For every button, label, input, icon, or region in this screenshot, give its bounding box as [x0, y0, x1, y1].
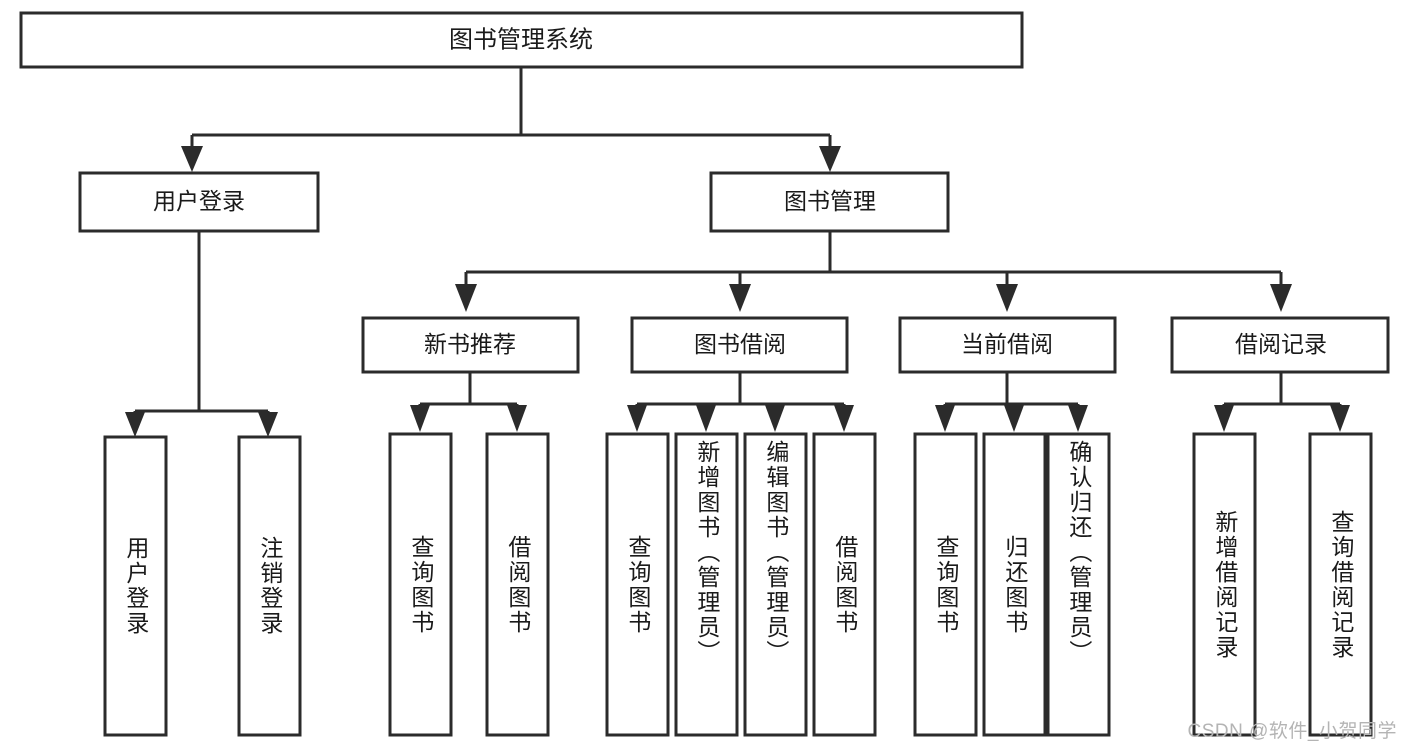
watermark-text: CSDN @软件_小贺同学 — [1187, 721, 1397, 742]
node-root-system[interactable]: 图书管理系统 — [19, 11, 1024, 69]
node-borrow-record[interactable]: 借阅记录 — [1170, 316, 1390, 374]
leaf-box-book-borrow-2[interactable] — [743, 432, 808, 737]
connector-root-to-level2 — [181, 67, 841, 172]
connector-newbook-to-leaves — [410, 372, 527, 432]
node-user-login[interactable]: 用户登录 — [78, 171, 320, 233]
connector-borrowrecord-to-leaves — [1214, 372, 1350, 432]
leaf-box-new-book-1[interactable] — [485, 432, 550, 737]
node-book-management-label: 图书管理 — [784, 188, 876, 214]
leaf-box-borrow-record-1[interactable] — [1308, 432, 1373, 737]
leaf-box-user-login-0[interactable] — [103, 435, 168, 737]
node-current-borrow-label: 当前借阅 — [961, 331, 1053, 357]
connector-bookmgmt-to-level3 — [455, 231, 1292, 312]
node-new-book-recommend-label: 新书推荐 — [424, 331, 516, 357]
node-current-borrow[interactable]: 当前借阅 — [898, 316, 1117, 374]
connector-bookborrow-to-leaves — [627, 372, 854, 432]
node-user-login-label: 用户登录 — [153, 188, 245, 214]
leaf-box-book-borrow-0[interactable] — [605, 432, 670, 737]
leaf-box-borrow-record-0[interactable] — [1192, 432, 1257, 737]
leaf-box-current-borrow-0[interactable] — [913, 432, 978, 737]
leaf-box-book-borrow-1[interactable] — [674, 432, 739, 737]
leaf-box-current-borrow-1[interactable] — [982, 432, 1047, 737]
node-book-borrow-label: 图书借阅 — [694, 331, 786, 357]
node-borrow-record-label: 借阅记录 — [1235, 331, 1327, 357]
leaf-box-user-login-1[interactable] — [237, 435, 302, 737]
leaf-box-book-borrow-3[interactable] — [812, 432, 877, 737]
node-root-system-label: 图书管理系统 — [449, 26, 593, 53]
leaf-box-new-book-0[interactable] — [388, 432, 453, 737]
node-book-management[interactable]: 图书管理 — [709, 171, 950, 233]
node-new-book-recommend[interactable]: 新书推荐 — [361, 316, 580, 374]
node-book-borrow[interactable]: 图书借阅 — [630, 316, 849, 374]
connector-userlogin-to-leaves — [125, 231, 278, 437]
leaf-box-current-borrow-2[interactable] — [1046, 432, 1111, 737]
connector-currentborrow-to-leaves — [935, 372, 1088, 432]
